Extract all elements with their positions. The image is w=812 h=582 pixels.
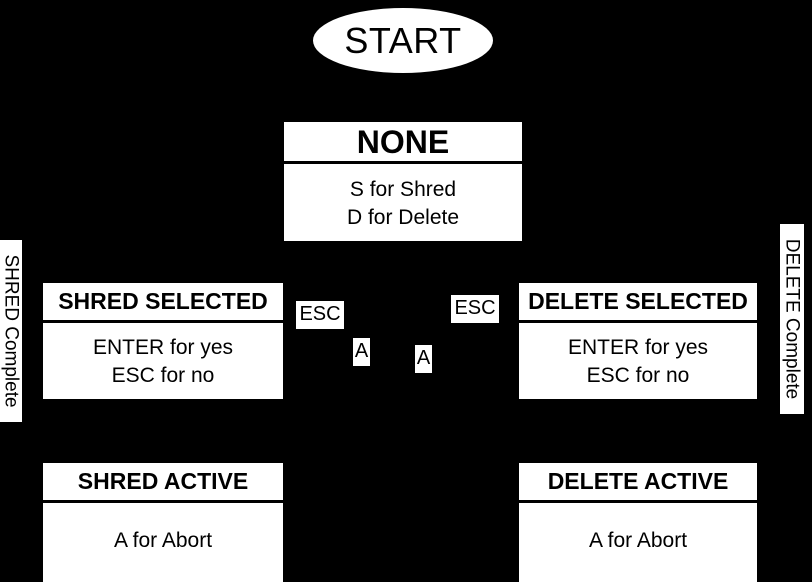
edge-label-abort-delete: A [415,345,432,373]
side-label-delete-complete: DELETE Complete [780,224,804,414]
start-node-label: START [344,19,462,61]
start-node[interactable]: START [313,8,493,73]
state-title-bar: DELETE ACTIVE [519,463,757,503]
state-body-shred-active: A for Abort [43,503,283,582]
state-body-shred-selected: ENTER for yes ESC for no [43,323,283,399]
state-node-none[interactable]: NONE S for Shred D for Delete [284,122,522,241]
state-body-delete-active: A for Abort [519,503,757,582]
state-title-delete-selected: DELETE SELECTED [528,288,748,314]
state-title-bar: NONE [284,122,522,164]
state-title-bar: SHRED SELECTED [43,283,283,323]
edge-label-abort-shred: A [353,338,370,366]
state-node-delete-selected[interactable]: DELETE SELECTED ENTER for yes ESC for no [519,283,757,399]
edge-delete-complete [757,410,796,522]
edge-none-to-delete-selected [466,239,640,283]
state-node-shred-selected[interactable]: SHRED SELECTED ENTER for yes ESC for no [43,283,283,399]
edge-shred-complete [9,410,43,522]
state-line-shred-selected-1: ESC for no [111,364,215,387]
side-label-shred-complete: SHRED Complete [0,240,22,422]
state-body-delete-selected: ENTER for yes ESC for no [519,323,757,399]
state-line-delete-selected-0: ENTER for yes [567,336,709,359]
state-title-bar: SHRED ACTIVE [43,463,283,503]
state-title-shred-selected: SHRED SELECTED [58,288,268,314]
state-line-delete-selected-1: ESC for no [586,364,690,387]
state-node-shred-active[interactable]: SHRED ACTIVE A for Abort [43,463,283,582]
edge-label-esc-delete: ESC [451,295,499,323]
state-node-delete-active[interactable]: DELETE ACTIVE A for Abort [519,463,757,582]
edge-shred-active-abort [283,360,364,522]
state-line-none-0: S for Shred [349,177,457,201]
state-line-shred-active-0: A for Abort [113,529,213,552]
state-title-delete-active: DELETE ACTIVE [547,468,729,494]
state-line-none-1: D for Delete [346,205,460,229]
edge-none-to-shred-selected [161,239,340,283]
side-label-delete-complete-text: DELETE Complete [781,238,803,400]
state-title-shred-active: SHRED ACTIVE [77,468,249,494]
state-line-delete-active-0: A for Abort [588,529,688,552]
side-label-shred-complete-text: SHRED Complete [0,254,22,408]
edge-label-esc-shred: ESC [296,301,344,329]
state-line-shred-selected-0: ENTER for yes [92,336,234,359]
edge-delete-active-abort [422,360,519,522]
state-title-none: NONE [356,123,450,160]
state-title-bar: DELETE SELECTED [519,283,757,323]
state-body-none: S for Shred D for Delete [284,164,522,241]
